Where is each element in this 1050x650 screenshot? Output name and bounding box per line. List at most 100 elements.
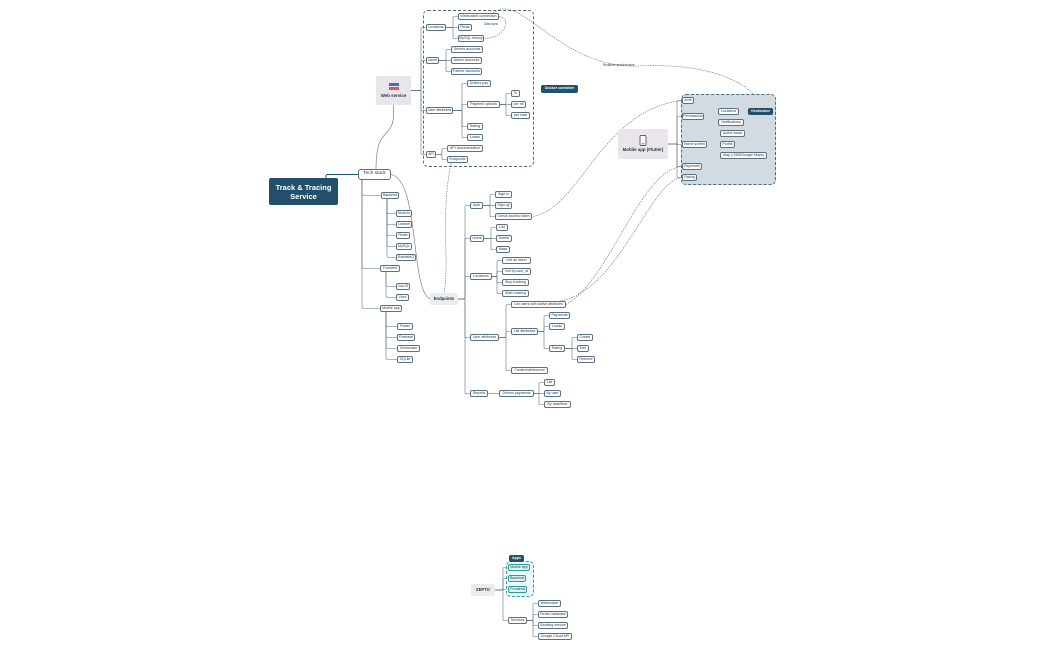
tech-vuejs[interactable]: VueJS <box>396 283 410 290</box>
ma-active-loads[interactable]: Active loads <box>720 130 745 137</box>
connector-line <box>443 162 452 294</box>
ws-drivers-accounts[interactable]: Drivers accounts <box>451 46 483 53</box>
ws-admin-accounts[interactable]: Admin accounts <box>451 57 482 64</box>
ma-home-screen[interactable]: Home screen <box>682 141 707 148</box>
zepto-services[interactable]: Services <box>508 617 527 624</box>
ep-report-list[interactable]: List <box>544 379 555 386</box>
ep-rating-edit[interactable]: Edit <box>577 345 589 352</box>
ws-users[interactable]: Users <box>426 57 439 64</box>
ep-locations[interactable]: Locations <box>470 273 492 280</box>
ws-api[interactable]: API <box>426 151 436 158</box>
ep-get-by-user[interactable]: Get by user_id <box>502 268 531 275</box>
tech-rabbitmq[interactable]: RabbitMQ <box>396 254 416 261</box>
tech-nodejs[interactable]: NodeJs <box>396 210 412 217</box>
ep-rating-remove[interactable]: Remove <box>577 356 595 363</box>
svc-booking[interactable]: Booking service <box>538 622 568 629</box>
mobile-app-label: Mobile app (Flutter) <box>622 147 664 153</box>
ws-payment-options[interactable]: Payment options <box>467 101 500 108</box>
ep-list-users-active[interactable]: List users with active attributes <box>511 301 566 308</box>
connector-line <box>484 238 496 250</box>
ws-api-docs[interactable]: API documentation <box>447 145 483 152</box>
ep-sign-in[interactable]: Sign in <box>495 191 512 198</box>
tech-laravel[interactable]: Laravel <box>396 221 412 228</box>
tech-redis[interactable]: Redis <box>396 232 410 239</box>
ep-attr-rating[interactable]: Rating <box>549 345 565 352</box>
ep-list-attributes[interactable]: List attributes <box>511 328 538 335</box>
phone-icon <box>639 135 647 147</box>
ep-report-by-user[interactable]: By user <box>544 390 561 397</box>
ma-notifications[interactable]: Notifications <box>718 119 744 126</box>
ep-report-by-date[interactable]: By date/time <box>544 401 571 408</box>
connector-line <box>386 199 396 258</box>
connector-line <box>390 174 431 300</box>
ws-drivers-pay[interactable]: Drivers pay <box>467 80 491 87</box>
ws-option-percent[interactable]: % <box>511 90 520 97</box>
ep-get-all-direct[interactable]: Get all direct <box>502 257 531 264</box>
ws-option-per-load[interactable]: per load <box>511 112 530 119</box>
svc-redis-db[interactable]: Redis Database <box>538 611 568 618</box>
ma-map[interactable]: Map (OSM/Google Maps) <box>720 152 767 159</box>
ep-stop-tracking[interactable]: Stop tracking <box>502 279 529 286</box>
ep-users[interactable]: Users <box>470 235 484 242</box>
root-node[interactable]: Track & Tracing Service <box>269 178 338 205</box>
connector-line <box>453 110 467 138</box>
ep-check-token[interactable]: Check access token <box>495 213 532 220</box>
connector-line <box>458 298 470 394</box>
ws-partner-accounts[interactable]: Partner accounts <box>451 68 482 75</box>
ep-drivers-payments[interactable]: Drivers payments <box>499 390 534 397</box>
app-frontend[interactable]: Frontend <box>508 586 527 593</box>
ma-rating[interactable]: Rating <box>682 174 697 181</box>
ep-auth[interactable]: Auth <box>470 202 483 209</box>
ma-payments[interactable]: Payments <box>682 163 702 170</box>
endpoints-node[interactable]: Endpoints <box>430 293 458 305</box>
server-icon <box>388 83 399 91</box>
mobile-app-node[interactable]: Mobile app (Flutter) <box>618 129 668 159</box>
ma-profile[interactable]: Profile <box>720 141 735 148</box>
svc-google-cloud[interactable]: Google Cloud API <box>538 633 572 640</box>
connector-line <box>534 393 544 405</box>
ws-loads[interactable]: Loads <box>467 134 483 141</box>
ep-attr-payments[interactable]: Payments <box>549 312 570 319</box>
ma-auth[interactable]: Auth <box>682 97 694 104</box>
web-service-group <box>423 10 534 167</box>
tech-mysql[interactable]: MySQL <box>396 243 412 250</box>
tech-firebase[interactable]: Firebase <box>397 334 415 341</box>
zepto-node[interactable]: ZEPTO <box>471 584 495 596</box>
tech-stack-node[interactable]: Tech stack <box>358 169 391 180</box>
ep-start-tracking[interactable]: Start tracking <box>502 290 529 297</box>
app-mobile[interactable]: Mobile app <box>508 564 530 571</box>
app-backend[interactable]: Backend <box>508 575 526 582</box>
svc-websocket[interactable]: Websocket <box>538 600 561 607</box>
ma-permissions[interactable]: Permissions <box>682 113 704 120</box>
ma-locations[interactable]: Locations <box>718 108 739 115</box>
ep-user-attributes[interactable]: User attributes <box>470 334 499 341</box>
connector-line <box>565 166 683 305</box>
ws-mysql-history[interactable]: MySQL history <box>458 35 484 42</box>
ep-users-delete[interactable]: Delete <box>496 235 512 242</box>
ws-locations[interactable]: Locations <box>426 24 446 31</box>
ep-sign-up[interactable]: Sign up <box>495 202 512 209</box>
mobile-stack-node[interactable]: Mobile app <box>380 305 402 312</box>
ws-redis[interactable]: Redis <box>458 24 472 31</box>
ws-option-per-mi[interactable]: per mi <box>511 101 526 108</box>
ws-rating[interactable]: Rating <box>467 123 483 130</box>
ws-user-attributes[interactable]: User attributes <box>426 107 453 114</box>
ep-create-edit-remove[interactable]: Create/edit/remove <box>511 367 548 374</box>
ep-users-mass[interactable]: Mass <box>496 246 510 253</box>
tech-vuex[interactable]: Vuex <box>396 294 409 301</box>
tech-geolocator[interactable]: Geolocator <box>397 345 420 352</box>
ep-rating-create[interactable]: Create <box>577 334 593 341</box>
backend-node[interactable]: Backend <box>381 192 399 199</box>
frontend-node[interactable]: Frontend <box>380 265 400 272</box>
tech-flutter[interactable]: Flutter <box>397 323 413 330</box>
ws-websocket[interactable]: Websocket connection <box>458 13 499 20</box>
ma-geolocator[interactable]: Geolocator <box>748 108 773 115</box>
ep-reports[interactable]: Reports <box>470 390 488 397</box>
ep-users-list[interactable]: List <box>496 224 508 231</box>
ep-attr-loads[interactable]: Loads <box>549 323 565 330</box>
connector-line <box>483 205 495 217</box>
tech-sqlite[interactable]: SQLite <box>397 356 413 363</box>
ws-api-endpoints[interactable]: Endpoints <box>447 156 468 163</box>
web-service-node[interactable]: Web service <box>376 76 411 105</box>
connector-line <box>385 312 397 360</box>
